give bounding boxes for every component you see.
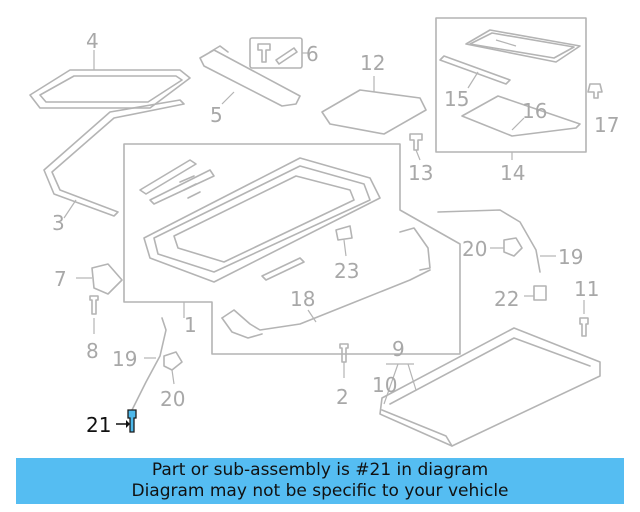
part-19-drain-tube-left: 19	[112, 317, 167, 411]
callout-19-left: 19	[112, 347, 137, 371]
callout-10: 10	[372, 373, 397, 397]
callout-18: 18	[290, 287, 315, 311]
part-4-seal-frame: 4	[29, 29, 191, 109]
callout-1: 1	[184, 313, 197, 337]
part-11-bolt: 11	[574, 277, 599, 337]
callout-21: 21	[86, 413, 111, 437]
callout-22: 22	[494, 287, 519, 311]
part-6-screw-set: 6	[249, 37, 319, 69]
callout-9: 9	[392, 337, 405, 361]
callout-13: 13	[408, 161, 433, 185]
part-21-highlighted: 21	[86, 409, 137, 437]
callout-17: 17	[594, 113, 619, 137]
callout-5: 5	[210, 103, 223, 127]
part-22-valve: 22	[494, 285, 547, 311]
parts-diagram: 4 3 5 6 12 13 14	[29, 17, 619, 447]
part-1-frame-assembly: 1 18 23	[123, 143, 461, 355]
callout-20-left: 20	[160, 387, 185, 411]
callout-19-right: 19	[558, 245, 583, 269]
callout-2: 2	[336, 385, 349, 409]
part-19-drain-tube-right: 19	[437, 209, 583, 273]
part-8-bolt: 8	[86, 295, 99, 363]
banner-line-1: Part or sub-assembly is #21 in diagram	[151, 460, 489, 480]
callout-3: 3	[52, 211, 65, 235]
callout-8: 8	[86, 339, 99, 363]
callout-4: 4	[86, 29, 99, 53]
part-17-screw: 17	[587, 83, 619, 137]
part-13-bolt: 13	[408, 133, 433, 185]
callout-16: 16	[522, 99, 547, 123]
part-20-clip-right: 20	[462, 237, 523, 261]
callout-12: 12	[360, 51, 385, 75]
part-7-bracket: 7	[54, 263, 123, 295]
info-banner: Part or sub-assembly is #21 in diagram D…	[16, 458, 624, 504]
callout-14: 14	[500, 161, 525, 185]
callout-15: 15	[444, 87, 469, 111]
callout-20-right: 20	[462, 237, 487, 261]
part-20-clip-left: 20	[160, 351, 185, 411]
callout-23: 23	[334, 259, 359, 283]
part-14-glass-assembly: 14 15 16	[435, 17, 587, 185]
part-3-weatherstrip: 3	[43, 99, 185, 235]
part-5-deflector: 5	[199, 45, 301, 127]
part-2-bolt: 2	[336, 343, 349, 409]
banner-line-2: Diagram may not be specific to your vehi…	[131, 481, 509, 501]
part-9-sunshade: 9 10	[372, 327, 601, 447]
callout-6: 6	[306, 42, 319, 66]
part-12-panel: 12	[321, 51, 427, 135]
callout-7: 7	[54, 267, 67, 291]
callout-11: 11	[574, 277, 599, 301]
